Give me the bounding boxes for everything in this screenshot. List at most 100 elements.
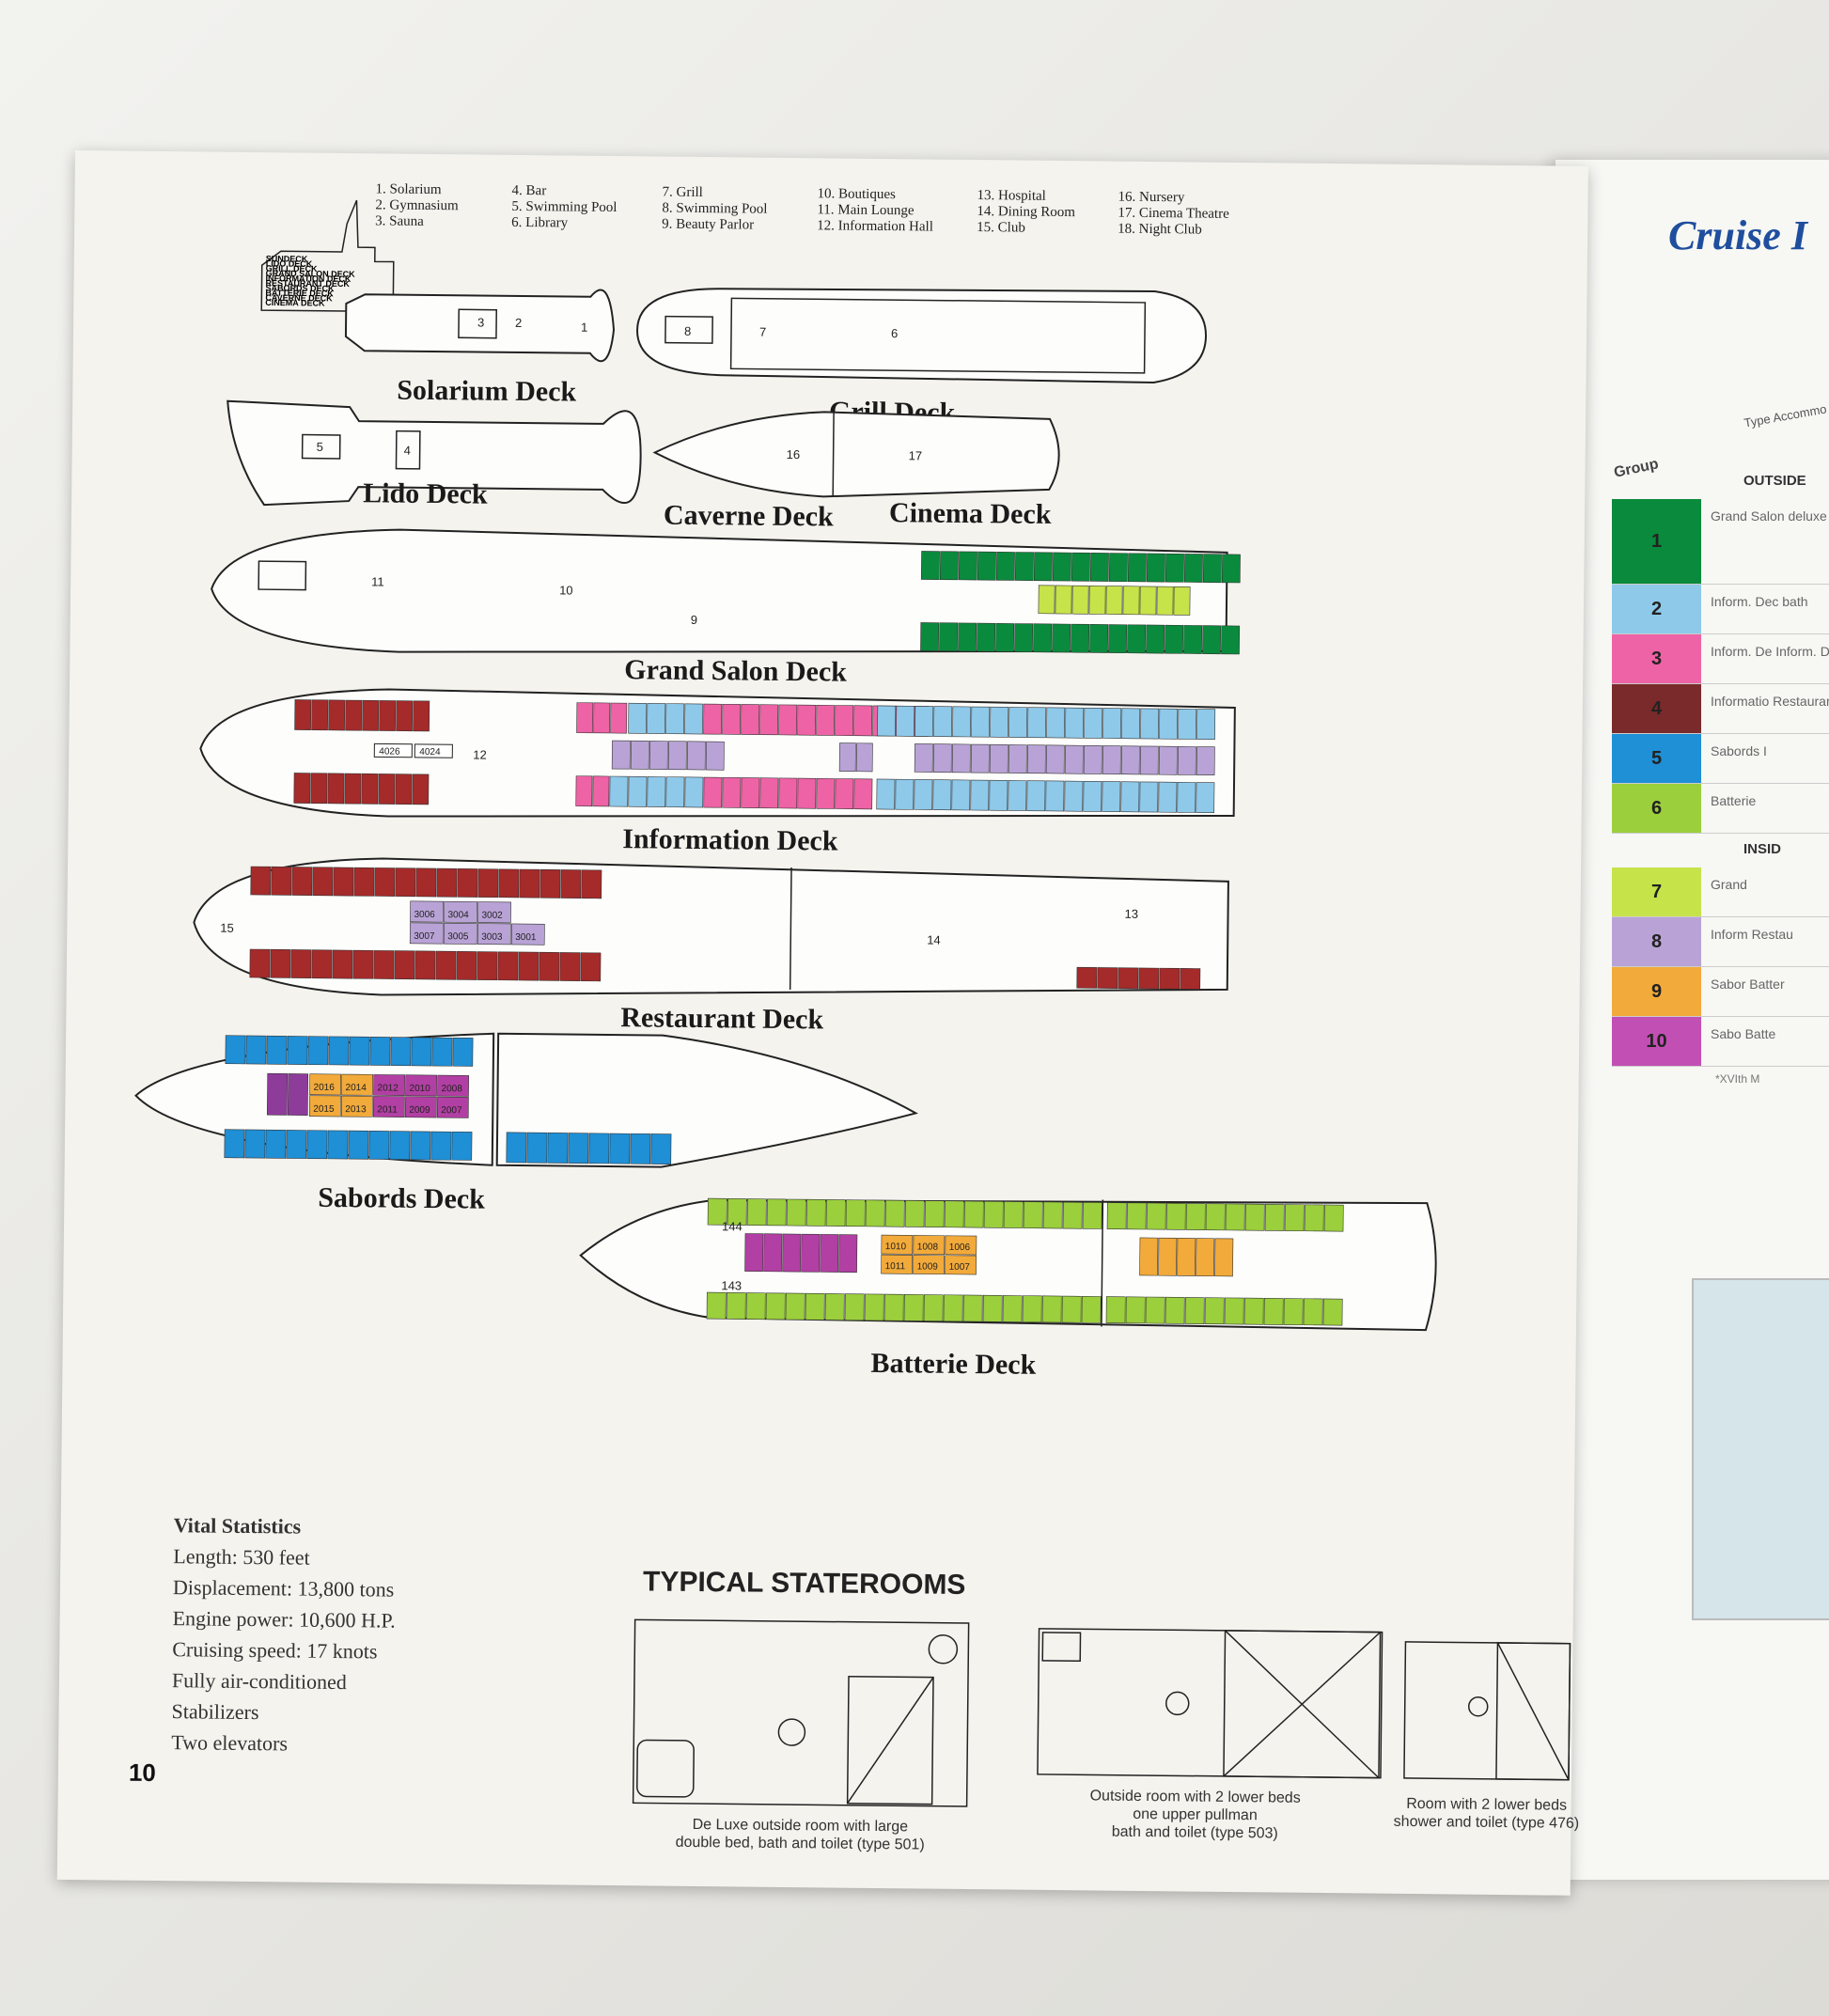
cabin-group-4 <box>394 950 415 980</box>
cabin-group-2 <box>1139 781 1159 813</box>
cabin-group-4 <box>518 951 539 981</box>
cabin-group-10 <box>405 1074 438 1097</box>
cabin-group-3 <box>722 776 742 808</box>
group-number: 6 <box>1612 784 1701 833</box>
cabin-group-2 <box>914 779 933 810</box>
profile-deck-label: BATTERIE DECK <box>265 289 334 299</box>
cabin-group-10 <box>437 1074 470 1097</box>
cabin-group-6 <box>1184 1297 1205 1324</box>
cabin-number: 1008 <box>917 1242 939 1252</box>
cabin-group-2 <box>1045 780 1065 812</box>
cabin-group-8 <box>1139 745 1159 775</box>
cabin-group-7 <box>1038 585 1055 615</box>
cabin-number: 2013 <box>345 1104 367 1115</box>
cabin-group-6 <box>824 1293 845 1321</box>
cabin-group-2 <box>1158 781 1178 813</box>
footnote: *XVIth M <box>1715 1072 1760 1086</box>
cabin-group-2 <box>877 705 897 737</box>
cabin-group-6 <box>903 1294 924 1321</box>
group-accommodation: Inform. Dec bath <box>1711 594 1808 609</box>
cabin-group-5 <box>266 1035 288 1065</box>
cabin-group-6 <box>1062 1201 1083 1229</box>
cabin-group-2 <box>1008 780 1027 811</box>
cabin-group-6 <box>1105 1296 1126 1324</box>
cabin-group-5 <box>650 1133 672 1164</box>
cabin-group-2 <box>684 703 704 735</box>
group-row: 2 Inform. Dec bath <box>1612 585 1829 634</box>
cabin-group-2 <box>952 706 972 738</box>
cabin-group-6 <box>786 1198 806 1227</box>
cabin-group-4 <box>519 868 540 899</box>
cabin-group-3 <box>741 704 760 735</box>
cabin-group-4 <box>1138 967 1160 990</box>
cabin-group-1 <box>939 622 959 652</box>
cabin-number: 3002 <box>481 911 503 921</box>
cabin-group-8 <box>705 741 725 771</box>
cabin-group-8 <box>409 922 444 945</box>
cabin-group-7 <box>1173 586 1191 616</box>
cabin-group-6 <box>963 1200 984 1228</box>
cabin-group-4 <box>345 699 363 731</box>
group-accommodation: Sabo Batte <box>1711 1026 1776 1041</box>
cabin-group-6 <box>1125 1296 1146 1324</box>
cabin-number: 1009 <box>917 1261 939 1272</box>
cabin-group-8 <box>1177 746 1196 775</box>
cabin-group-4 <box>539 951 560 981</box>
cabin-group-1 <box>1146 553 1165 583</box>
profile-deck-label: GRILL DECK <box>266 264 318 274</box>
cabin-group-5 <box>307 1036 329 1066</box>
cabin-group-10 <box>266 1072 289 1116</box>
cabin-group-4 <box>333 867 354 897</box>
cabin-group-6 <box>923 1294 944 1322</box>
stateroom-476-plan <box>1403 1641 1571 1781</box>
cabin-group-6 <box>1022 1295 1042 1323</box>
cabin-group-2 <box>895 778 914 810</box>
cabin-group-3 <box>759 704 779 736</box>
cabin-group-4 <box>414 950 436 980</box>
cabin-group-5 <box>431 1037 453 1067</box>
cabin-group-6 <box>1185 1203 1206 1230</box>
cabin-group-6 <box>726 1292 746 1320</box>
cabin-group-4 <box>373 950 395 979</box>
cabin-group-1 <box>1089 624 1109 653</box>
cabin-group-5 <box>349 1036 370 1066</box>
room-12: 12 <box>473 747 487 761</box>
cabin-group-5 <box>630 1133 651 1164</box>
cabin-group-2 <box>876 778 896 810</box>
cabin-group-3 <box>759 777 779 809</box>
cabin-number: 1006 <box>949 1242 971 1253</box>
cabin-group-4 <box>311 949 333 979</box>
group-number: 2 <box>1612 585 1701 633</box>
cabin-group-6 <box>1146 1202 1166 1230</box>
cabin-group-3 <box>592 775 610 807</box>
cabin-number: 2015 <box>313 1104 335 1115</box>
cabin-group-4 <box>477 951 498 981</box>
cabin-number: 2007 <box>441 1105 462 1116</box>
cabin-group-1 <box>1127 553 1147 583</box>
cinema-deck-label: Cinema Deck <box>888 497 1052 530</box>
cabin-number: 3007 <box>414 931 435 942</box>
cabin-group-4 <box>1097 967 1118 989</box>
inside-label: INSID <box>1743 841 1782 857</box>
cabin-group-2 <box>1196 782 1215 814</box>
cabin-group-10 <box>801 1233 821 1273</box>
lido-deck-label: Lido Deck <box>363 477 488 510</box>
room-13: 13 <box>1124 907 1138 921</box>
cabin-group-4 <box>328 699 346 731</box>
cabin-group-6 <box>944 1200 964 1228</box>
cabin-group-3 <box>722 703 742 735</box>
cabin-group-4 <box>413 700 430 732</box>
cabin-group-1 <box>1014 552 1034 582</box>
cabin-number: 2008 <box>442 1084 463 1094</box>
cabin-number: 2014 <box>346 1083 367 1093</box>
lido-deck-plan: 5 4 <box>227 399 642 507</box>
